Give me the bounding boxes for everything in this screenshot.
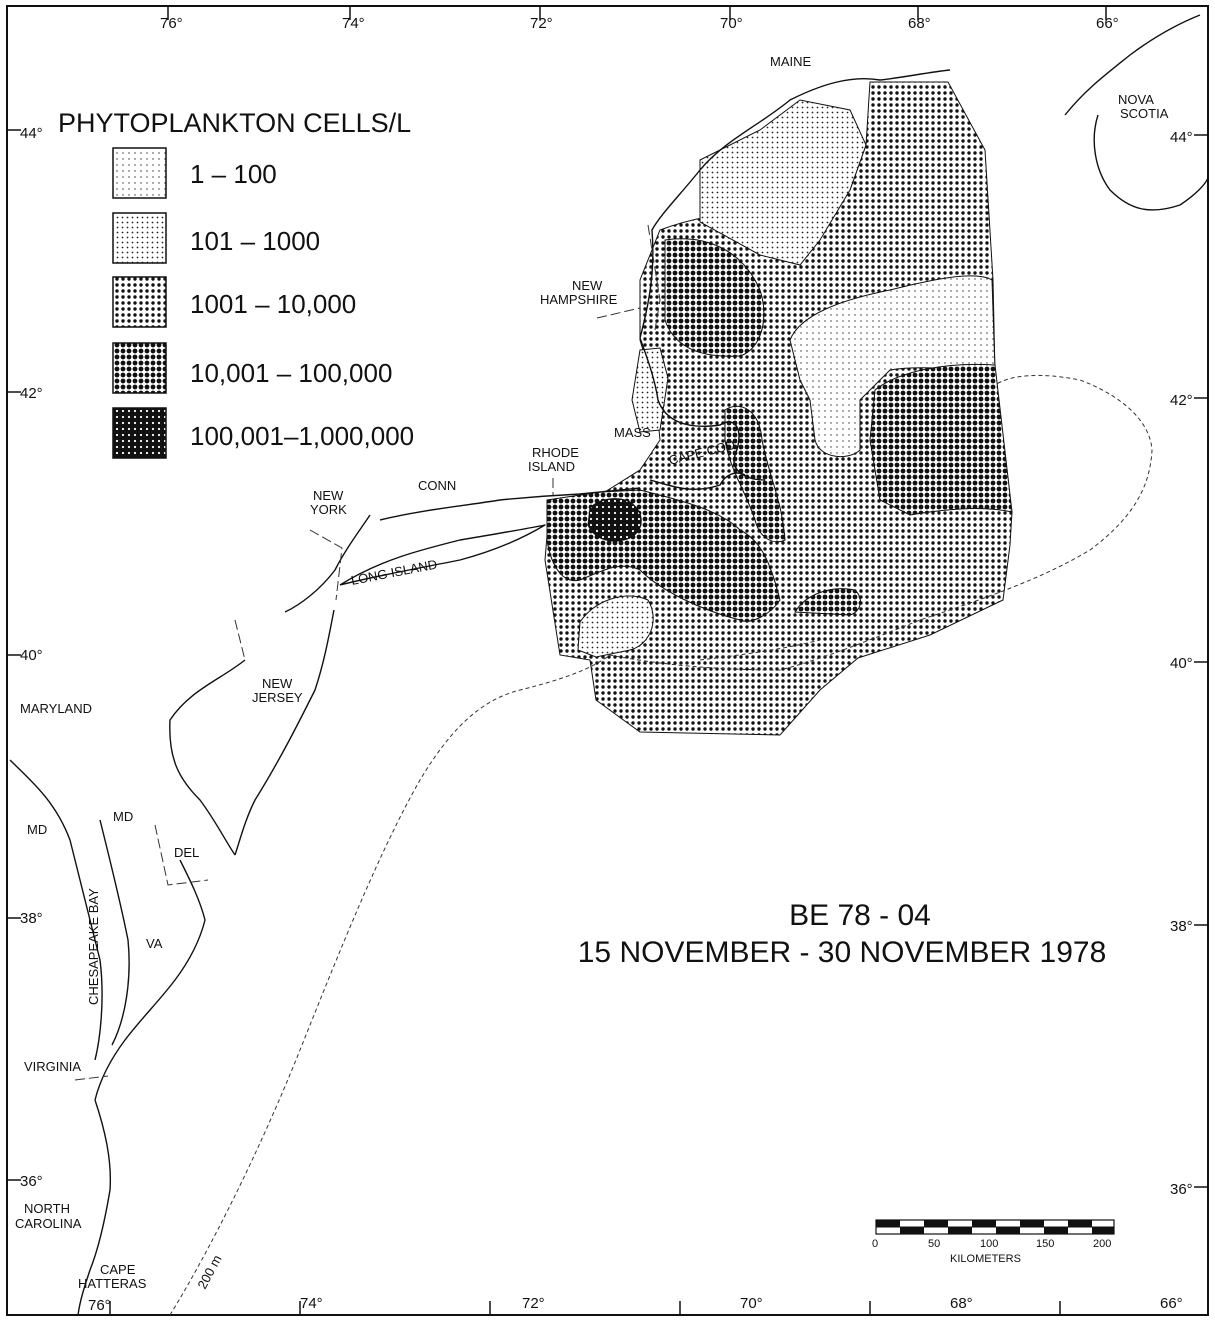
lon-bottom-66: 66° — [1160, 1295, 1183, 1312]
lon-bottom-72: 72° — [522, 1295, 545, 1312]
region-101-1000-newhampshire — [631, 347, 669, 433]
legend-swatch-2 — [112, 212, 167, 264]
label-long-island: LONG ISLAND — [350, 557, 439, 588]
label-maine: MAINE — [770, 54, 812, 69]
scale-tick-150: 150 — [1036, 1238, 1054, 1250]
label-nova-scotia-1: NOVA — [1118, 92, 1154, 107]
lat-right-42: 42° — [1170, 392, 1193, 409]
legend-range-3: 1001 – 10,000 — [190, 289, 356, 319]
scale-unit: KILOMETERS — [950, 1253, 1021, 1265]
lat-right-40: 40° — [1170, 655, 1193, 672]
label-md-east: MD — [113, 809, 133, 824]
legend-title: PHYTOPLANKTON CELLS/L — [58, 108, 411, 138]
label-new-jersey-2: JERSEY — [252, 690, 303, 705]
legend-swatch-5 — [112, 407, 167, 459]
region-10001-100000-gulf — [664, 238, 765, 357]
label-new-hampshire-1: NEW — [572, 278, 603, 293]
legend: PHYTOPLANKTON CELLS/L 1 – 100 101 – 1000… — [58, 108, 414, 459]
label-new-york-1: NEW — [313, 488, 344, 503]
isobath-200m — [169, 374, 1153, 1316]
lon-bottom-70: 70° — [740, 1295, 763, 1312]
scale-tick-0: 0 — [872, 1238, 878, 1250]
legend-range-4: 10,001 – 100,000 — [190, 358, 392, 388]
label-north-carolina-1: NORTH — [24, 1201, 70, 1216]
scale-bar-labels: 0 50 100 150 200 KILOMETERS — [872, 1238, 1111, 1265]
lon-top-72: 72° — [530, 15, 553, 32]
frame-ticks — [7, 6, 1208, 1315]
legend-swatch-3 — [112, 276, 167, 328]
lat-left-38: 38° — [20, 910, 43, 927]
lat-left-40: 40° — [20, 647, 43, 664]
scale-bar — [875, 1219, 1115, 1235]
region-10001-100000-georges — [869, 363, 1013, 516]
density-regions — [544, 81, 1013, 736]
lon-top-68: 68° — [908, 15, 931, 32]
label-conn: CONN — [418, 478, 456, 493]
region-10001-100000-capecod — [724, 405, 786, 543]
latitude-ticks: 44° 42° 40° 38° 36° 44° 42° 40° 38° 36° — [20, 125, 1193, 1198]
lon-top-74: 74° — [342, 15, 365, 32]
region-10001-100000-small — [794, 588, 861, 616]
lat-left-44: 44° — [20, 125, 43, 142]
lon-bottom-74: 74° — [300, 1295, 323, 1312]
scale-tick-100: 100 — [980, 1238, 998, 1250]
map-border — [6, 5, 1209, 1316]
lon-bottom-76: 76° — [88, 1297, 111, 1314]
state-borders — [74, 224, 661, 1081]
label-new-jersey-1: NEW — [262, 676, 293, 691]
label-north-carolina-2: CAROLINA — [15, 1216, 82, 1231]
lat-left-42: 42° — [20, 385, 43, 402]
lat-right-38: 38° — [1170, 918, 1193, 935]
longitude-ticks: 76° 74° 72° 70° 68° 66° 76° 74° 72° 70° … — [88, 15, 1183, 1314]
scale-tick-50: 50 — [928, 1238, 940, 1250]
legend-range-1: 1 – 100 — [190, 159, 277, 189]
lon-top-76: 76° — [160, 15, 183, 32]
label-md-west: MD — [27, 822, 47, 837]
label-new-hampshire-2: HAMPSHIRE — [540, 292, 618, 307]
label-cape-hatteras-2: HATTERAS — [78, 1276, 147, 1291]
label-virginia: VIRGINIA — [24, 1059, 81, 1074]
label-maryland: MARYLAND — [20, 701, 92, 716]
label-del: DEL — [174, 845, 199, 860]
lat-left-36: 36° — [20, 1173, 43, 1190]
lon-top-70: 70° — [720, 15, 743, 32]
label-cape-hatteras-1: CAPE — [100, 1262, 136, 1277]
label-isobath: 200 m — [194, 1252, 224, 1291]
legend-swatch-1 — [112, 147, 167, 199]
lat-right-44: 44° — [1170, 129, 1193, 146]
region-101-1000-maine — [699, 99, 867, 266]
label-new-york-2: YORK — [310, 502, 347, 517]
legend-range-5: 100,001–1,000,000 — [190, 421, 414, 451]
label-rhode-island-2: ISLAND — [528, 459, 575, 474]
label-chesapeake-bay: CHESAPEAKE BAY — [86, 888, 101, 1005]
label-mass: MASS — [614, 425, 651, 440]
region-100001-1000000 — [587, 498, 642, 542]
lat-right-36: 36° — [1170, 1181, 1193, 1198]
region-101-1000-southwest — [577, 595, 654, 658]
label-nova-scotia-2: SCOTIA — [1120, 106, 1169, 121]
coastlines — [9, 14, 1209, 1316]
survey-dates: 15 NOVEMBER - 30 NOVEMBER 1978 — [578, 936, 1107, 969]
lon-bottom-68: 68° — [950, 1295, 973, 1312]
legend-range-2: 101 – 1000 — [190, 226, 320, 256]
lon-top-66: 66° — [1096, 15, 1119, 32]
label-va: VA — [146, 936, 163, 951]
survey-cruise: BE 78 - 04 — [789, 899, 931, 932]
label-rhode-island-1: RHODE — [532, 445, 579, 460]
scale-tick-200: 200 — [1093, 1238, 1111, 1250]
legend-swatch-4 — [112, 342, 167, 394]
survey-title: BE 78 - 04 15 NOVEMBER - 30 NOVEMBER 197… — [578, 899, 1107, 969]
